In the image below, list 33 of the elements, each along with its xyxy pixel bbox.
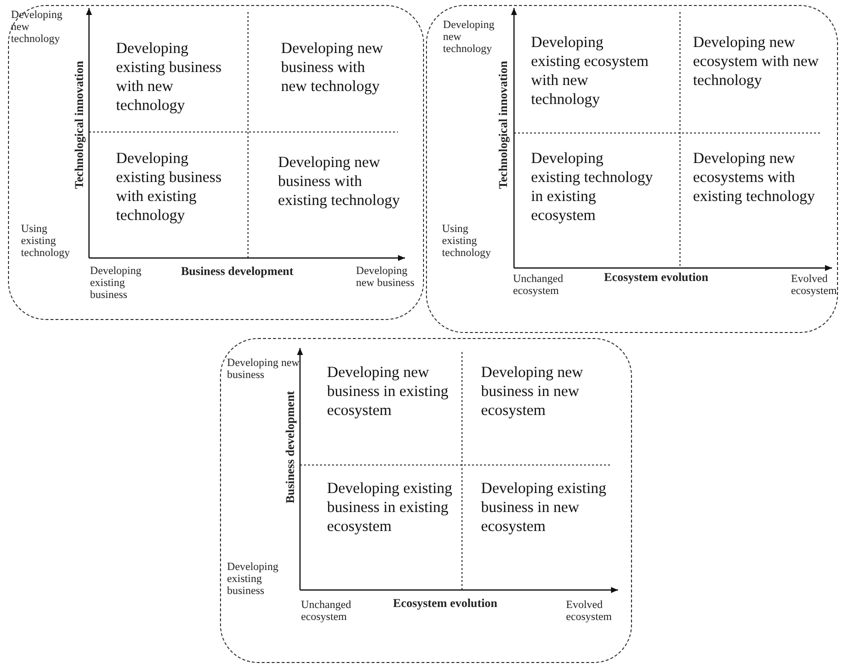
axis-title: Ecosystem evolution: [604, 271, 708, 283]
quadrant-panel: [426, 5, 838, 333]
axis-end-label: Unchanged ecosystem: [513, 273, 564, 297]
quadrant-text: Developing new ecosystem with new technology: [693, 33, 828, 90]
axis-title: Business development: [181, 265, 294, 277]
quadrant-text: Developing existing business in existing ecosystem: [327, 479, 462, 536]
quadrant-text: Developing new business in new ecosystem: [481, 363, 621, 420]
axis-end-label: Using existing technology: [21, 223, 71, 259]
quadrant-panel: [220, 338, 632, 663]
quadrant-text: Developing existing ecosystem with new technology: [531, 33, 656, 109]
quadrant-text: Developing existing business with new technology: [116, 39, 238, 115]
axis-end-label: Unchanged ecosystem: [301, 599, 352, 623]
quadrant-text: Developing new business in existing ecosystem: [327, 363, 452, 420]
quadrant-text: Developing new business with new technology: [281, 39, 391, 96]
axis-title: Technological innovation: [73, 61, 85, 189]
axis-end-label: Evolved ecosystem: [791, 273, 838, 297]
quadrant-panel: [8, 5, 424, 320]
axis-end-label: Developing existing business: [90, 265, 142, 301]
quadrant-text: Developing new ecosystems with existing technology: [693, 149, 828, 206]
axis-end-label: Developing new technology: [11, 9, 64, 45]
axis-end-label: Using existing technology: [442, 223, 492, 259]
axis-end-label: Developing new technology: [443, 19, 496, 55]
axis-end-label: Evolved ecosystem: [566, 599, 613, 623]
axis-end-label: Developing new business: [227, 357, 300, 381]
axis-end-label: Developing existing business: [227, 561, 280, 597]
quadrant-text: Developing existing technology in existing ecosystem: [531, 149, 653, 225]
axis-title: Ecosystem evolution: [393, 597, 498, 609]
quadrant-text: Developing existing business in new ecosystem: [481, 479, 621, 536]
quadrant-text: Developing existing business with existing technology: [116, 149, 238, 225]
quadrant-text: Developing new business with existing technology: [278, 153, 403, 210]
axis-title: Technological innovation: [497, 61, 509, 189]
axis-title: Business development: [284, 391, 296, 504]
axis-end-label: Developing new business: [356, 265, 416, 289]
